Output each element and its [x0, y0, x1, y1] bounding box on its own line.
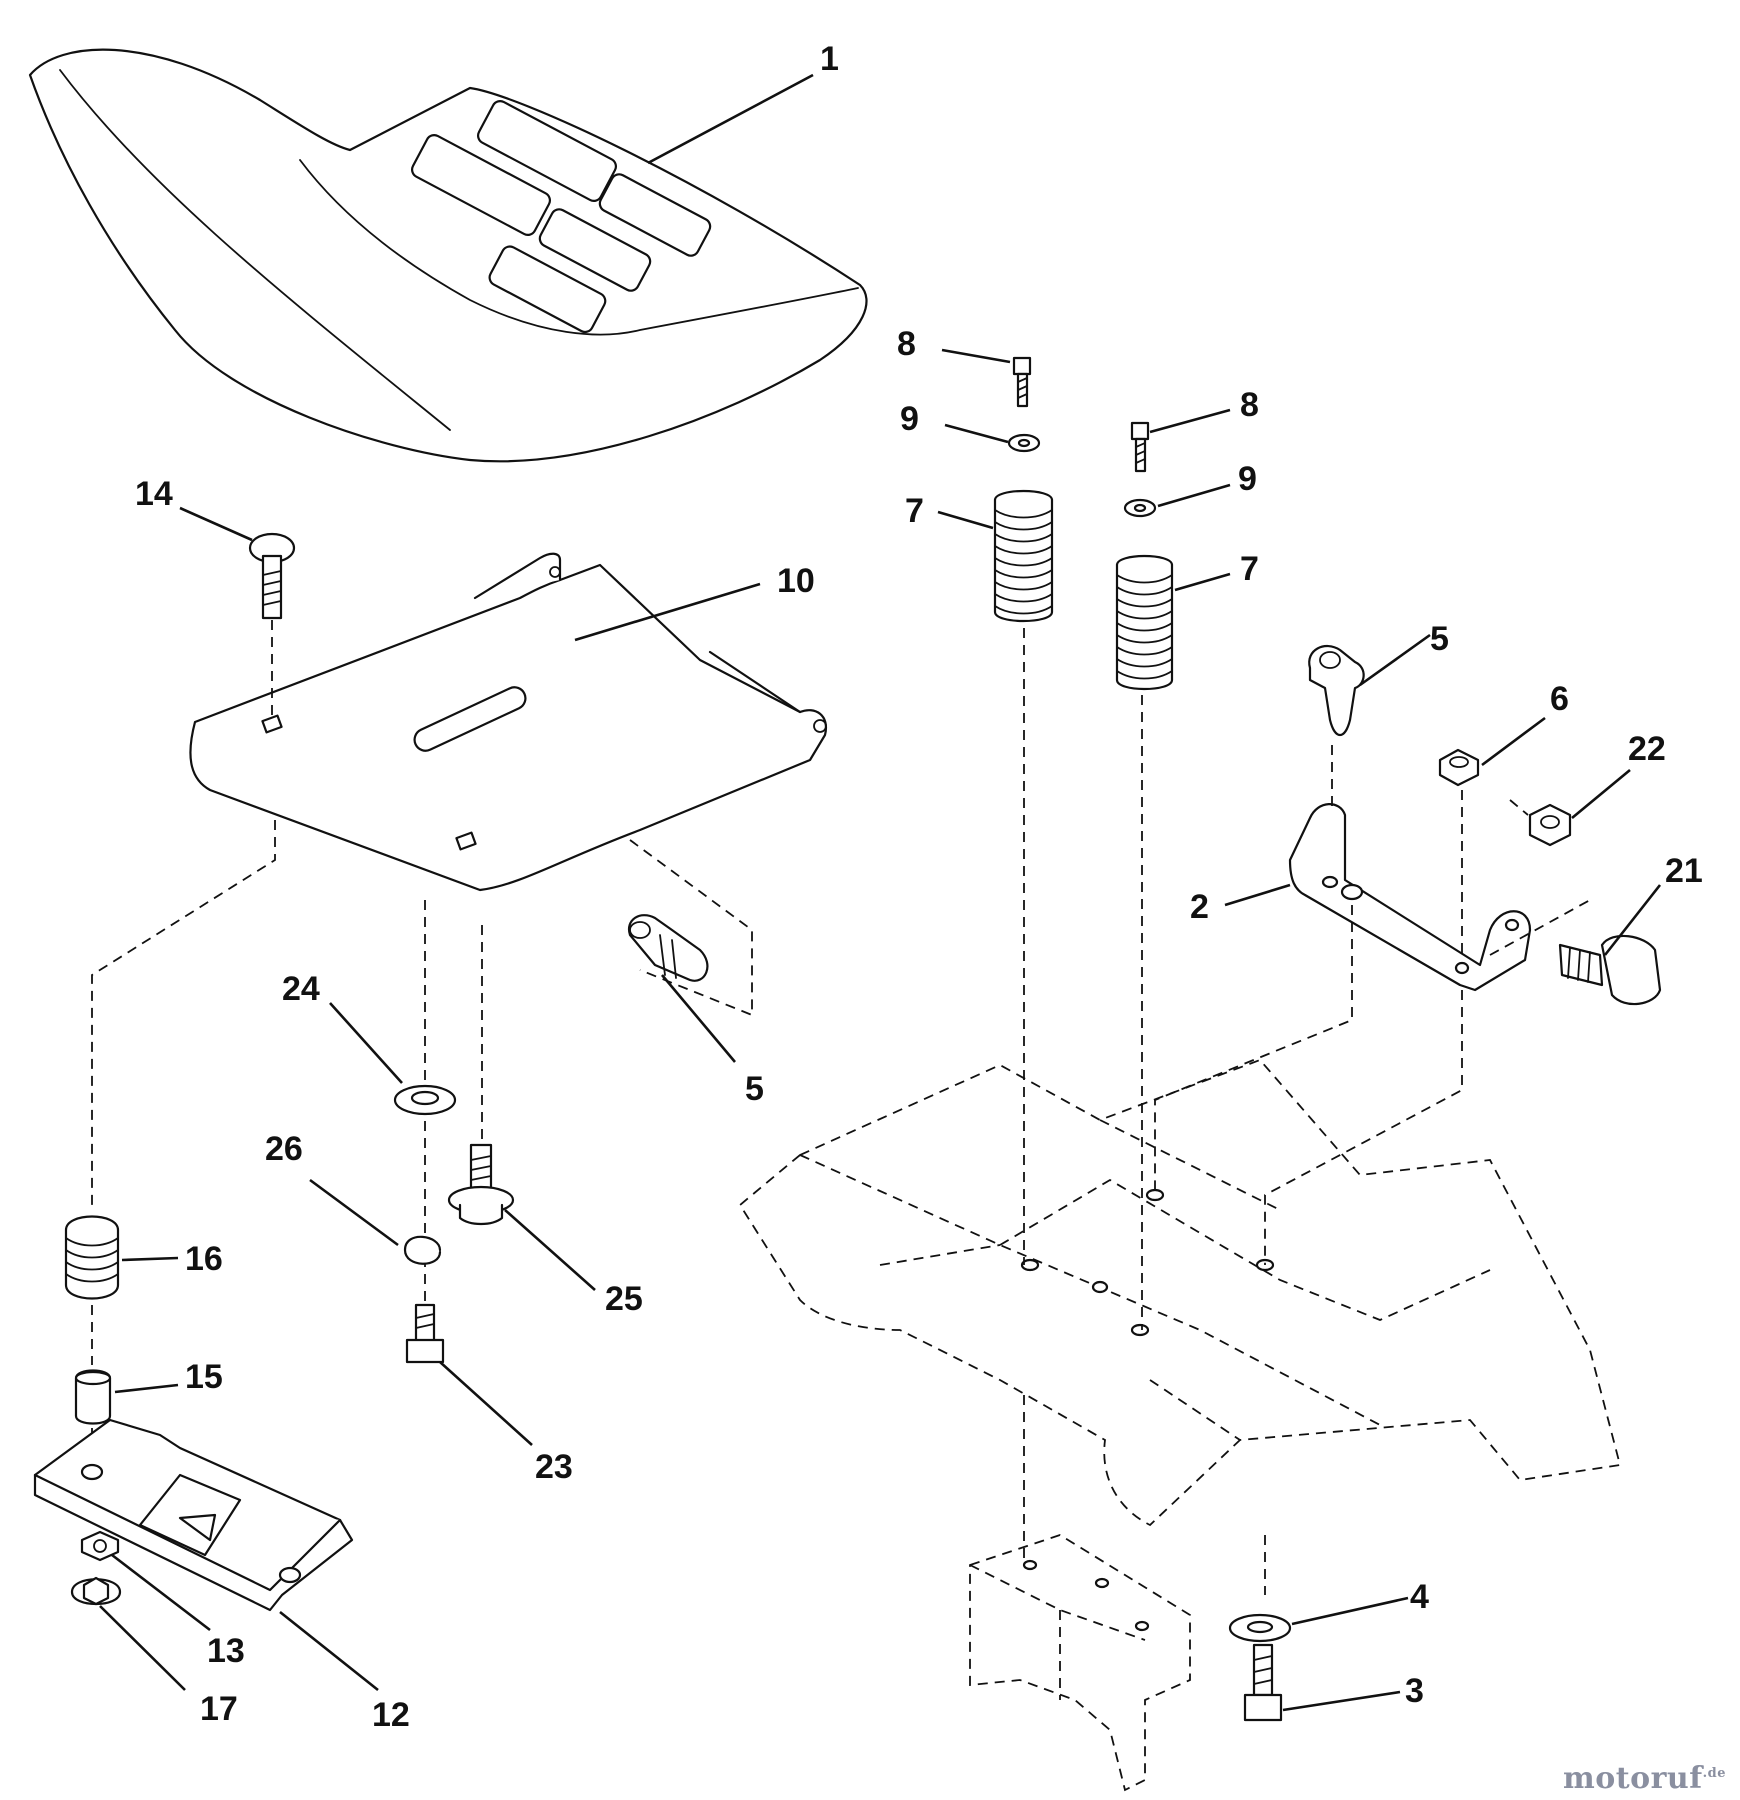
seat-spring-left: 8 9 7: [897, 325, 1054, 1565]
hex-bolt: 3: [1243, 1643, 1424, 1722]
callout-8-left: 8: [897, 325, 916, 363]
callout-5-right: 5: [1430, 620, 1449, 658]
callout-4: 4: [1410, 1578, 1429, 1616]
callout-21: 21: [1665, 852, 1703, 890]
callout-7-left: 7: [905, 492, 924, 530]
spacer: 15: [74, 1358, 223, 1460]
callout-7-right: 7: [1240, 550, 1259, 588]
lock-washer: 26: [265, 1130, 442, 1265]
guide-line: [91, 820, 276, 1210]
callout-9-right: 9: [1238, 460, 1257, 498]
hex-nut: 6: [1438, 680, 1569, 955]
seat: 1: [28, 40, 868, 463]
flat-washer: 24: [282, 970, 457, 1116]
callout-9-left: 9: [900, 400, 919, 438]
jam-nut: 22: [1509, 730, 1666, 847]
callout-15: 15: [185, 1358, 223, 1396]
seat-adjust-bracket: 2: [1154, 803, 1591, 1265]
callout-10: 10: [777, 562, 815, 600]
wire-clip: 5: [1308, 620, 1449, 810]
lock-nut: 13: [80, 1530, 245, 1670]
callout-3: 3: [1405, 1672, 1424, 1710]
callout-23: 23: [535, 1448, 573, 1486]
callout-16: 16: [185, 1240, 223, 1278]
wire-clip: 5: [627, 914, 764, 1108]
callout-12: 12: [372, 1696, 410, 1734]
callout-2: 2: [1190, 888, 1209, 926]
seat-spring-right: 8 9 7: [1115, 386, 1259, 1330]
guide-line: [629, 839, 753, 1017]
flange-nut: 17: [70, 1576, 238, 1728]
carriage-bolt: 14: [135, 475, 296, 720]
callout-17: 17: [200, 1690, 238, 1728]
callout-6: 6: [1550, 680, 1569, 718]
callout-26: 26: [265, 1130, 303, 1168]
seat-bracket: 12: [33, 1418, 410, 1734]
hex-bolt: 23: [405, 1303, 573, 1486]
seat-pan: 10: [189, 552, 828, 892]
callout-22: 22: [1628, 730, 1666, 768]
callout-5-left: 5: [745, 1070, 764, 1108]
watermark-logo: motoruf.de: [1563, 1761, 1726, 1796]
fender-washer: 4: [1228, 1535, 1429, 1643]
callout-1: 1: [820, 40, 839, 78]
callout-14: 14: [135, 475, 173, 513]
compression-spring: 16: [64, 1215, 223, 1365]
shoulder-bolt: 25: [447, 1143, 643, 1318]
watermark-name: motoruf: [1562, 1761, 1703, 1796]
callout-25: 25: [605, 1280, 643, 1318]
callout-24: 24: [282, 970, 320, 1008]
callout-13: 13: [207, 1632, 245, 1670]
watermark-tld: .de: [1702, 1766, 1726, 1781]
fender-outline: [738, 1058, 1622, 1792]
adjust-knob-bolt: 21: [1558, 852, 1703, 1006]
callout-8-right: 8: [1240, 386, 1259, 424]
